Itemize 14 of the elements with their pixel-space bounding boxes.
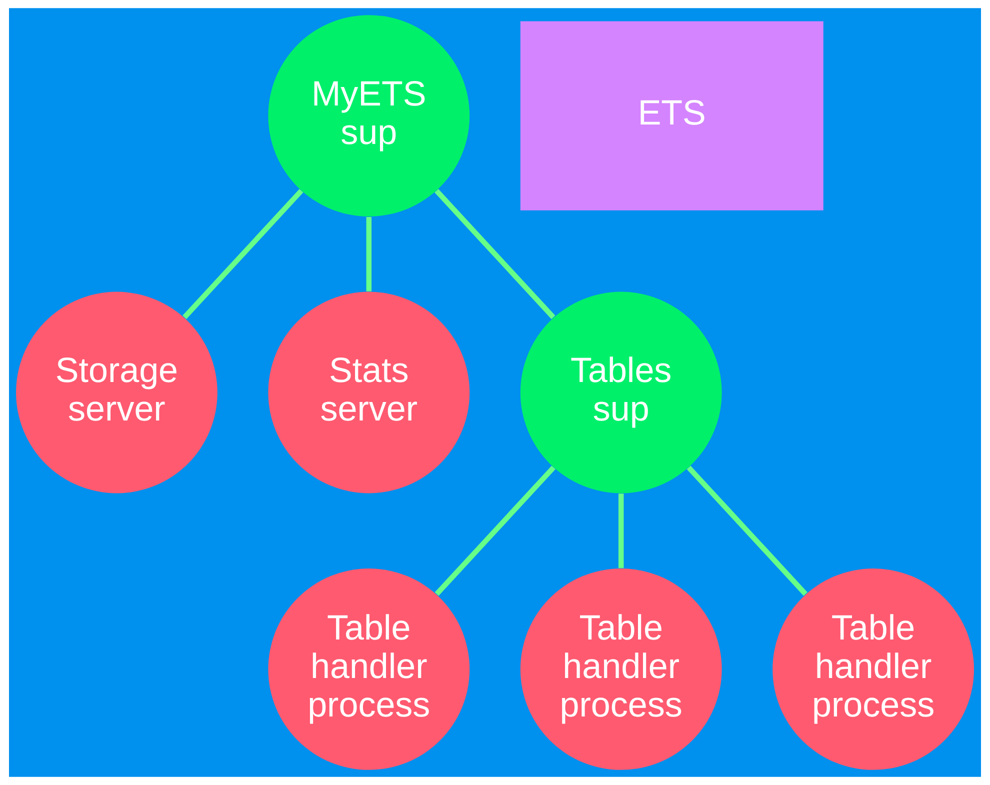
connector <box>366 216 372 292</box>
node-circle: Stats server <box>268 292 470 494</box>
connector <box>434 466 556 596</box>
connector <box>618 494 624 568</box>
connector <box>686 466 808 596</box>
connector <box>434 188 556 320</box>
node-circle: Table handler process <box>772 568 974 770</box>
node-circle: Table handler process <box>520 568 722 770</box>
node-circle: Storage server <box>16 292 218 494</box>
node-circle: MyETS sup <box>268 15 470 216</box>
node-circle: Table handler process <box>268 568 470 770</box>
connector <box>182 188 304 320</box>
node-box: ETS <box>520 21 824 210</box>
node-circle: Tables sup <box>520 292 722 494</box>
